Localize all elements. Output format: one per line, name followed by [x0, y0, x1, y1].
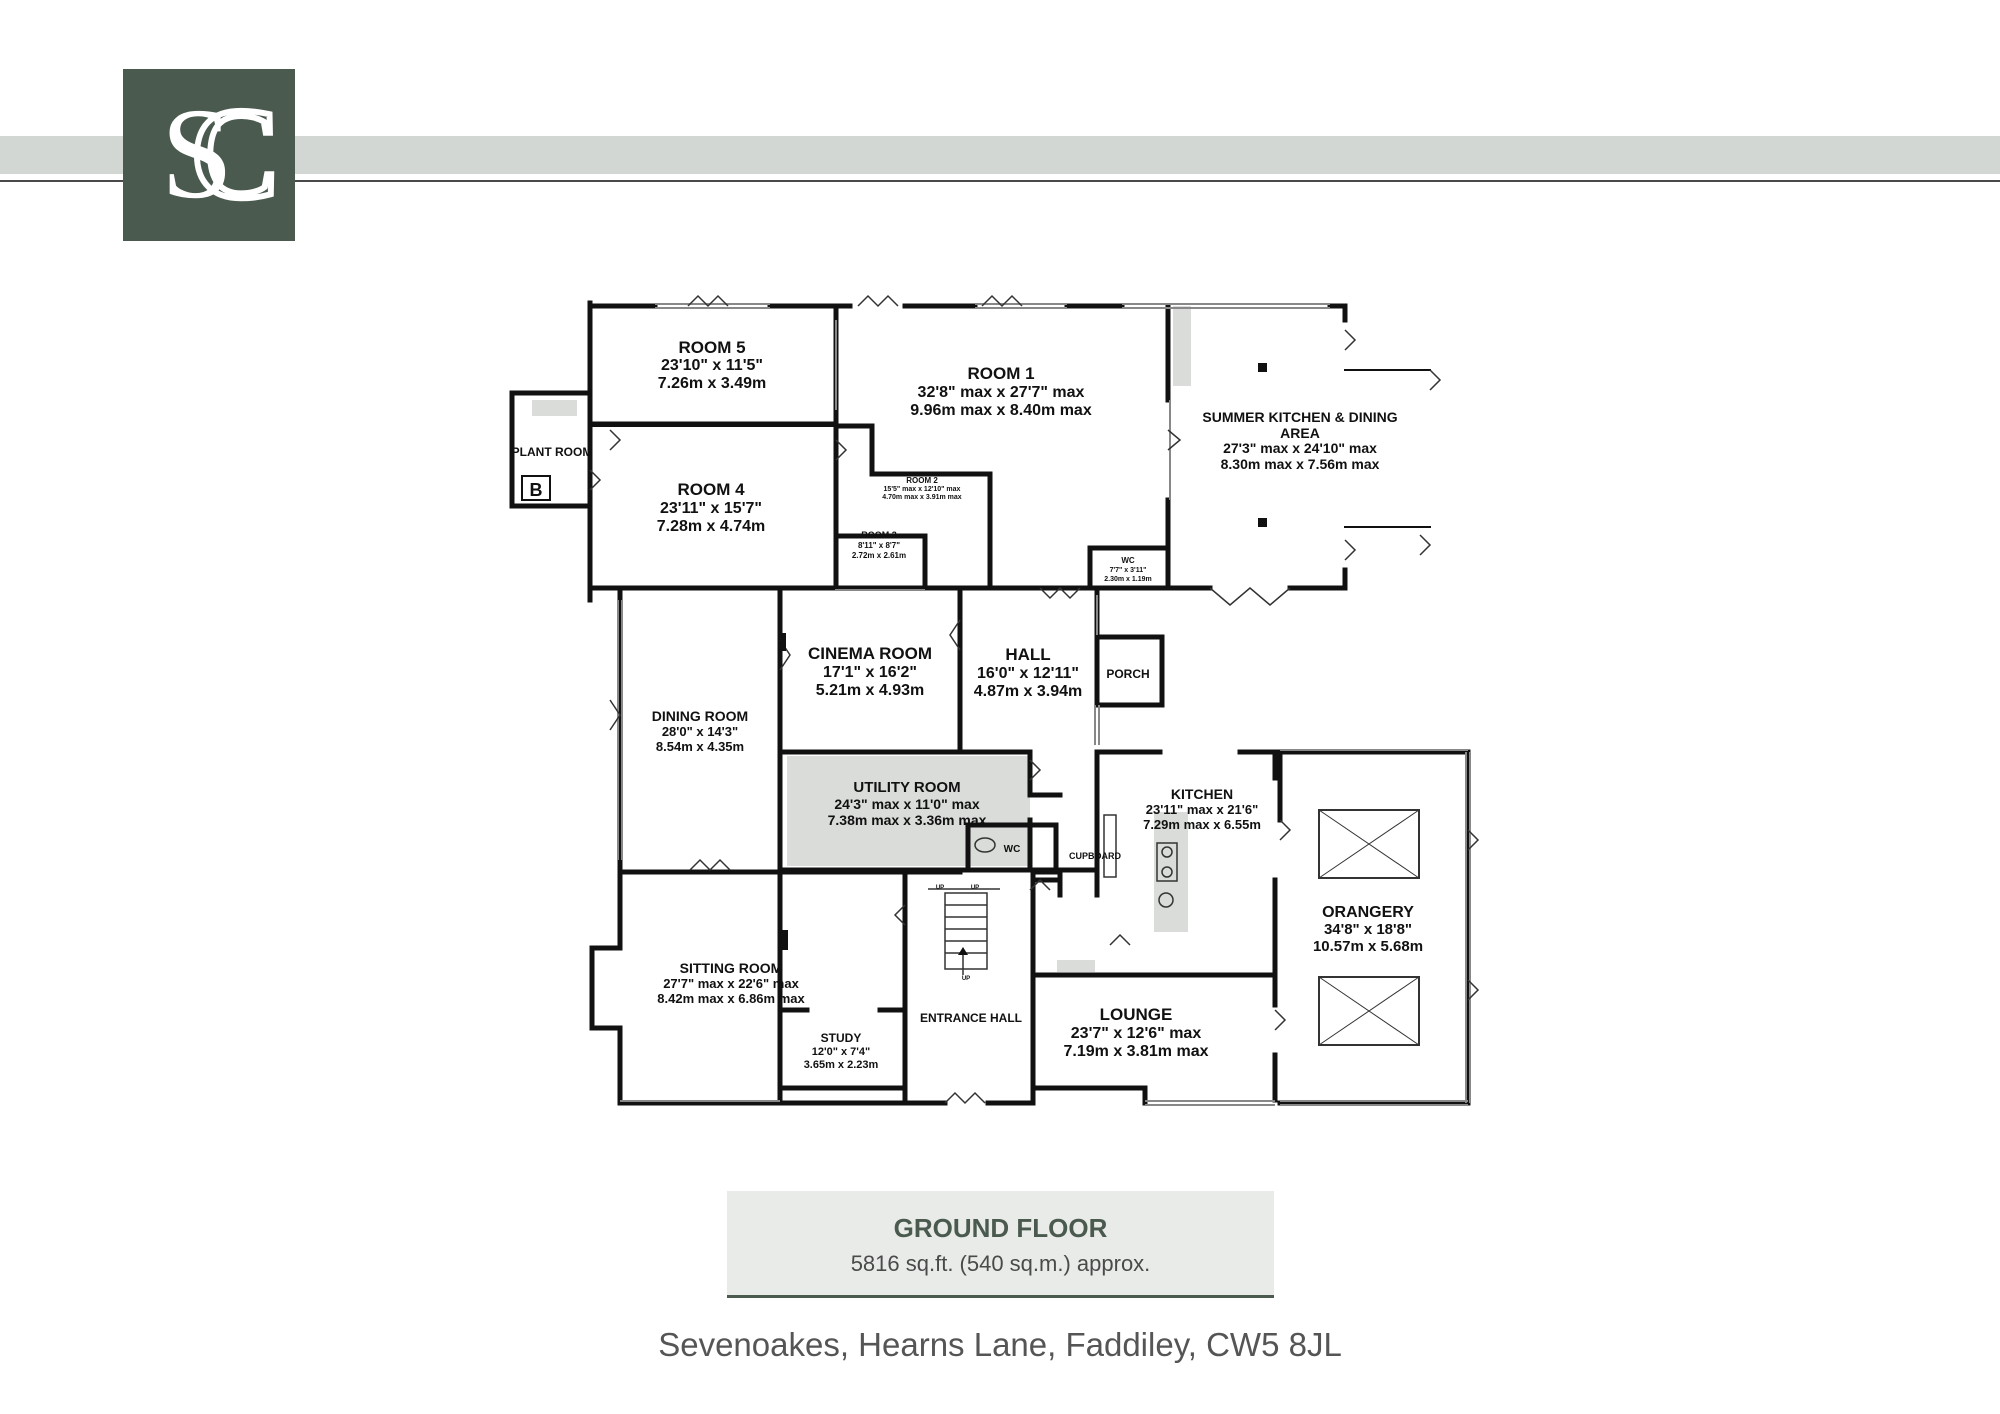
roof-lanterns — [1318, 809, 1420, 1046]
kitchen-name: KITCHEN — [1171, 786, 1233, 802]
room5-name: ROOM 5 — [678, 338, 745, 357]
boiler-box — [521, 475, 551, 501]
room-cinema: CINEMA ROOM 17'1" x 16'2" 5.21m x 4.93m — [808, 644, 932, 699]
study-name: STUDY — [821, 1031, 862, 1045]
door-swings — [589, 294, 1480, 1105]
room-utility: UTILITY ROOM 24'3" max x 11'0" max 7.38m… — [828, 779, 987, 828]
walls — [509, 300, 1471, 1106]
room-room5: ROOM 5 23'10" x 11'5" 7.26m x 3.49m — [658, 338, 767, 392]
cupboard-name: CUPBOARD — [1069, 851, 1122, 861]
hall-name: HALL — [1005, 645, 1050, 664]
floor-title: GROUND FLOOR — [893, 1213, 1108, 1243]
room-wc-upper: WC 7'7" x 3'11" 2.30m x 1.19m — [1104, 556, 1151, 583]
wc-upper-name: WC — [1121, 556, 1135, 565]
property-address: Sevenoakes, Hearns Lane, Faddiley, CW5 8… — [658, 1326, 1342, 1363]
porch-name: PORCH — [1106, 667, 1149, 681]
lounge-metric: 7.19m x 3.81m max — [1064, 1043, 1209, 1060]
room-room4: ROOM 4 23'11" x 15'7" 7.28m x 4.74m — [657, 480, 766, 535]
wc-upper-imperial: 7'7" x 3'11" — [1110, 567, 1147, 574]
utility-imperial: 24'3" max x 11'0" max — [834, 796, 979, 812]
room1-imperial: 32'8" max x 27'7" max — [918, 384, 1085, 401]
hall-imperial: 16'0" x 12'11" — [977, 665, 1079, 682]
wc-upper-metric: 2.30m x 1.19m — [1104, 576, 1151, 583]
logo-letter-s: S — [161, 82, 233, 226]
brand-logo: S C — [123, 69, 295, 241]
summer-kitchen-name-1: SUMMER KITCHEN & DINING — [1202, 409, 1397, 425]
room-summer-kitchen: SUMMER KITCHEN & DINING AREA 27'3" max x… — [1202, 409, 1397, 472]
room1-metric: 9.96m max x 8.40m max — [910, 402, 1092, 419]
header-band — [0, 136, 2000, 174]
room3-metric: 2.72m x 2.61m — [852, 551, 906, 560]
cinema-name: CINEMA ROOM — [808, 644, 932, 663]
room2-name: ROOM 2 — [906, 476, 938, 485]
floor-caption: GROUND FLOOR 5816 sq.ft. (540 sq.m.) app… — [727, 1191, 1274, 1298]
utility-name: UTILITY ROOM — [853, 779, 960, 796]
room-orangery: ORANGERY 34'8" x 18'8" 10.57m x 5.68m — [1313, 904, 1423, 955]
room4-metric: 7.28m x 4.74m — [657, 518, 766, 535]
lounge-name: LOUNGE — [1100, 1005, 1173, 1024]
header-rule — [0, 180, 2000, 182]
room2-metric: 4.70m max x 3.91m max — [882, 494, 961, 501]
room-sitting: SITTING ROOM 27'7" max x 22'6" max 8.42m… — [657, 960, 805, 1006]
stair-up-label-3: UP — [962, 976, 970, 982]
kitchen-imperial: 23'11" max x 21'6" — [1146, 802, 1259, 817]
room-room3: ROOM 3 8'11" x 8'7" 2.72m x 2.61m — [852, 530, 906, 560]
room3-name: ROOM 3 — [861, 530, 897, 540]
windows — [617, 303, 1471, 1106]
room5-imperial: 23'10" x 11'5" — [661, 357, 763, 374]
summer-kitchen-name-2: AREA — [1280, 425, 1320, 441]
summer-kitchen-metric: 8.30m max x 7.56m max — [1221, 456, 1380, 472]
orangery-metric: 10.57m x 5.68m — [1313, 938, 1423, 955]
room4-imperial: 23'11" x 15'7" — [660, 500, 762, 517]
room-dining: DINING ROOM 28'0" x 14'3" 8.54m x 4.35m — [652, 708, 748, 754]
room5-metric: 7.26m x 3.49m — [658, 375, 767, 392]
wc-lower-name: WC — [1004, 844, 1021, 855]
stair-up-label-2: UP — [971, 885, 979, 891]
boiler-label: B — [530, 480, 543, 500]
logo-letter-c: C — [192, 82, 279, 226]
summer-kitchen-imperial: 27'3" max x 24'10" max — [1223, 440, 1377, 456]
lounge-imperial: 23'7" x 12'6" max — [1071, 1025, 1202, 1042]
room3-imperial: 8'11" x 8'7" — [858, 541, 900, 550]
fixtures — [532, 306, 1191, 972]
orangery-imperial: 34'8" x 18'8" — [1324, 921, 1412, 938]
utility-metric: 7.38m max x 3.36m max — [828, 812, 987, 828]
room-hall: HALL 16'0" x 12'11" 4.87m x 3.94m — [974, 645, 1083, 700]
study-metric: 3.65m x 2.23m — [804, 1059, 879, 1071]
stair-arrow-icon — [958, 947, 968, 955]
cinema-metric: 5.21m x 4.93m — [816, 682, 925, 699]
cinema-imperial: 17'1" x 16'2" — [823, 664, 917, 681]
room4-name: ROOM 4 — [677, 480, 745, 499]
room-room2: ROOM 2 15'5" max x 12'10" max 4.70m max … — [882, 476, 961, 501]
kitchen-fixtures — [974, 814, 1178, 908]
orangery-name: ORANGERY — [1322, 904, 1414, 921]
entrance-hall-name: ENTRANCE HALL — [920, 1011, 1022, 1025]
staircase-icon — [928, 888, 1000, 975]
posts — [778, 363, 1267, 950]
dining-metric: 8.54m x 4.35m — [656, 739, 744, 754]
room1-name: ROOM 1 — [967, 364, 1034, 383]
room-room1: ROOM 1 32'8" max x 27'7" max 9.96m max x… — [910, 364, 1092, 419]
kitchen-metric: 7.29m max x 6.55m — [1143, 817, 1261, 832]
floor-area: 5816 sq.ft. (540 sq.m.) approx. — [850, 1251, 1151, 1276]
sitting-name: SITTING ROOM — [680, 960, 783, 976]
plant-room-name: PLANT ROOM — [512, 445, 593, 459]
room-lounge: LOUNGE 23'7" x 12'6" max 7.19m x 3.81m m… — [1064, 1005, 1209, 1060]
study-imperial: 12'0" x 7'4" — [812, 1046, 870, 1058]
sitting-metric: 8.42m max x 6.86m max — [657, 991, 805, 1006]
room-kitchen: KITCHEN 23'11" max x 21'6" 7.29m max x 6… — [1143, 786, 1261, 832]
room-study: STUDY 12'0" x 7'4" 3.65m x 2.23m — [804, 1031, 879, 1071]
stair-up-label-1: UP — [936, 885, 944, 891]
room2-imperial: 15'5" max x 12'10" max — [884, 486, 961, 493]
dining-imperial: 28'0" x 14'3" — [662, 724, 738, 739]
sitting-imperial: 27'7" max x 22'6" max — [663, 976, 799, 991]
dining-name: DINING ROOM — [652, 708, 748, 724]
hall-metric: 4.87m x 3.94m — [974, 683, 1083, 700]
